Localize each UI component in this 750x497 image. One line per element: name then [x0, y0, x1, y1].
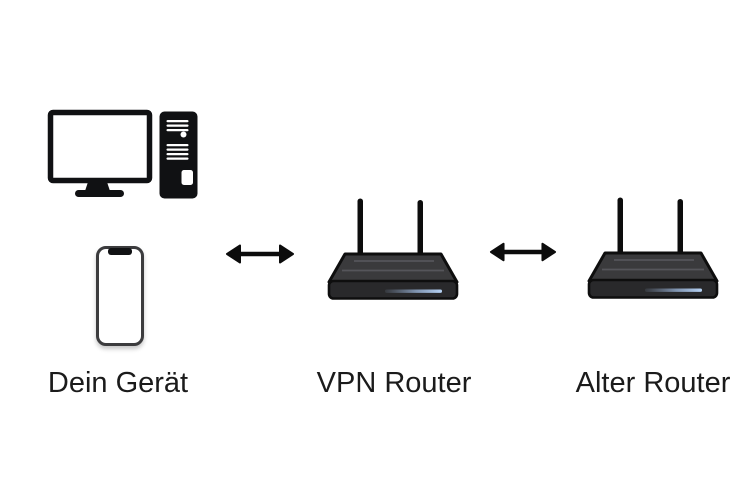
double-arrow-icon	[489, 242, 557, 262]
desktop-computer-icon	[47, 109, 198, 199]
monitor-stand-neck	[85, 182, 110, 191]
node-label-vpn-router: VPN Router	[316, 367, 472, 399]
monitor-screen	[47, 109, 153, 184]
monitor-stand-base	[75, 190, 124, 197]
router-antenna	[617, 197, 623, 256]
pc-tower-details	[166, 120, 193, 185]
router-antenna	[677, 199, 683, 255]
double-arrow-icon	[226, 244, 294, 264]
node-label-device: Dein Gerät	[47, 367, 189, 399]
router-antenna	[417, 200, 423, 256]
smartphone-notch	[108, 248, 132, 255]
wifi-router-icon	[327, 198, 459, 300]
smartphone-icon	[96, 246, 144, 346]
router-led-strip	[645, 288, 702, 292]
router-led-strip	[385, 289, 442, 293]
node-label-old-router: Alter Router	[575, 367, 731, 399]
router-top-face	[327, 252, 459, 284]
wifi-router-icon	[587, 197, 719, 299]
router-antenna	[357, 198, 363, 257]
router-top-face	[587, 251, 719, 283]
